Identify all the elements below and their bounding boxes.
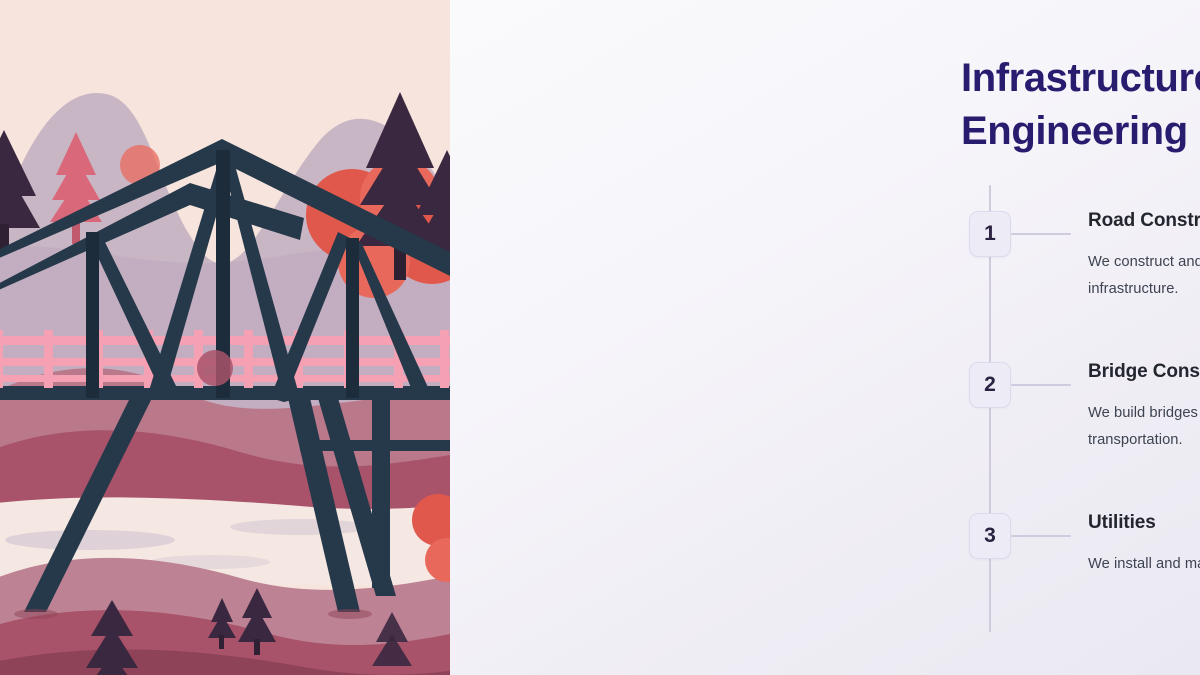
- foreground-pine-right: [372, 612, 412, 666]
- coral-bush-right: [412, 494, 450, 546]
- river-ripple-b: [230, 519, 370, 535]
- timeline-item-description: We construct and maintain roads, highway…: [1088, 253, 1200, 297]
- timeline-step-badge: 2: [969, 362, 1011, 408]
- content-panel: Infrastructure and Civil Engineering Cap…: [450, 0, 1200, 675]
- dark-pine-left: [0, 130, 40, 252]
- bridge-crossbeam: [300, 440, 450, 451]
- timeline-connector-line: [1011, 233, 1071, 235]
- timeline-item-heading: Bridge Construction: [1088, 361, 1200, 382]
- timeline-item-heading: Road Construction: [1088, 210, 1200, 231]
- timeline-step-badge: 3: [969, 513, 1011, 559]
- timeline-item-description: We build bridges that connect communitie…: [1088, 404, 1200, 448]
- river-ripple-a: [5, 530, 175, 550]
- bridge-landscape-illustration: [0, 0, 450, 675]
- foreground-pine-tall: [238, 588, 276, 655]
- timeline-item-body: Road Construction We construct and maint…: [1088, 209, 1200, 303]
- timeline-item-heading: Utilities: [1088, 512, 1156, 533]
- timeline-step-badge: 1: [969, 211, 1011, 257]
- capabilities-timeline: 1 Road Construction We construct and mai…: [961, 185, 1200, 635]
- timeline-item-description: We install and maintain utilities, such …: [1088, 555, 1200, 572]
- hill-bump: [197, 350, 233, 386]
- timeline-connector-line: [1011, 384, 1071, 386]
- bridge-vertical-posts: [86, 150, 359, 398]
- timeline-item-body: Bridge Construction We build bridges tha…: [1088, 360, 1200, 454]
- dark-pine-far-right: [412, 150, 450, 252]
- timeline-item-body: Utilities We install and maintain utilit…: [1088, 511, 1200, 578]
- bridge-truss-diagonals: [88, 160, 432, 402]
- timeline-connector-line: [1011, 535, 1071, 537]
- foreground-pine-large: [86, 600, 138, 675]
- coral-bush-right-b: [425, 538, 450, 582]
- pier-shadow-left: [14, 609, 58, 619]
- foreground-pine-small-a: [208, 598, 236, 649]
- timeline-axis-line: [989, 185, 991, 632]
- illustration-panel: [0, 0, 450, 675]
- pier-shadow-right: [328, 609, 372, 619]
- page-title: Infrastructure and Civil Engineering Cap…: [961, 56, 1200, 153]
